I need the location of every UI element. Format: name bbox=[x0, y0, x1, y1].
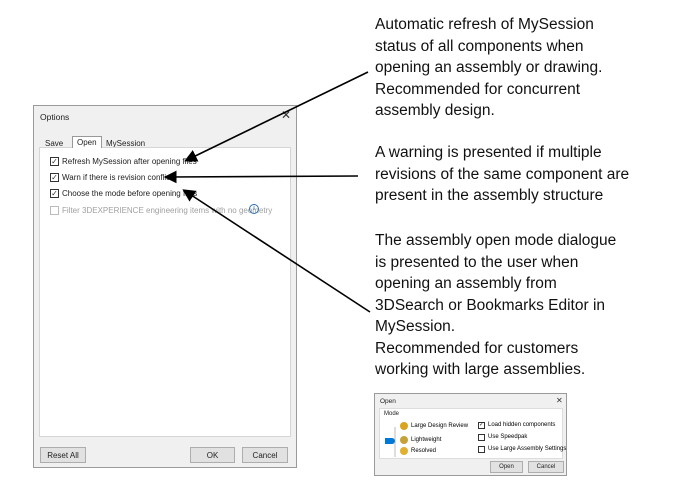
open-cancel-button[interactable]: Cancel bbox=[528, 461, 564, 473]
annotation-line: 3DSearch or Bookmarks Editor in bbox=[375, 296, 606, 314]
checkbox-filter[interactable] bbox=[50, 206, 59, 215]
annotation-line: A warning is presented if multiple bbox=[375, 144, 602, 161]
mode-large-design-review[interactable]: Large Design Review bbox=[411, 423, 469, 429]
close-icon[interactable]: ✕ bbox=[281, 108, 292, 122]
choose-mode-label: Choose the mode before opening files bbox=[62, 189, 198, 198]
annotation-line: status of all components when bbox=[375, 37, 584, 55]
arrow-refresh bbox=[184, 71, 369, 162]
annotation-line: revisions of the same component are bbox=[375, 165, 630, 183]
large-assembly-label: Use Large Assembly Settings bbox=[488, 446, 567, 452]
lightweight-icon bbox=[400, 436, 408, 444]
checkbox-load-hidden[interactable]: ✓ bbox=[478, 422, 485, 429]
annotation-refresh: Automatic refresh of MySession status of… bbox=[375, 14, 602, 122]
annotation-line: working with large assemblies. bbox=[375, 361, 586, 378]
annotation-line: MySession. bbox=[375, 318, 456, 335]
checkbox-refresh[interactable]: ✓ bbox=[50, 157, 59, 166]
large-design-review-icon bbox=[400, 422, 408, 430]
options-dialog: Options ✕ Save Open MySession ✓ Refresh … bbox=[33, 105, 297, 468]
annotation-line: opening an assembly or drawing. bbox=[375, 59, 603, 76]
annotation-line: assembly design. bbox=[375, 102, 495, 119]
refresh-label: Refresh MySession after opening files bbox=[62, 157, 197, 166]
mode-lightweight[interactable]: Lightweight bbox=[411, 437, 442, 443]
load-hidden-label: Load hidden components bbox=[488, 422, 556, 428]
annotation-line: opening an assembly from bbox=[375, 275, 557, 292]
tab-save[interactable]: Save bbox=[45, 139, 64, 148]
warn-label: Warn if there is revision conflict bbox=[62, 173, 173, 182]
open-button[interactable]: Open bbox=[490, 461, 523, 473]
arrow-mode bbox=[182, 189, 371, 313]
annotation-line: Recommended for concurrent bbox=[375, 80, 581, 98]
speedpak-label: Use Speedpak bbox=[488, 434, 528, 440]
annotation-mode: The assembly open mode dialogue is prese… bbox=[375, 230, 616, 381]
annotation-line: Recommended for customers bbox=[375, 339, 579, 357]
annotation-line: The assembly open mode dialogue bbox=[375, 232, 617, 249]
tab-open[interactable]: Open bbox=[72, 136, 102, 148]
annotation-warn: A warning is presented if multiple revis… bbox=[375, 142, 629, 207]
mode-slider-handle[interactable] bbox=[385, 438, 395, 444]
open-dialog: Open ✕ Mode Large Design Review Lightwei… bbox=[374, 393, 567, 476]
mode-slider-track[interactable] bbox=[394, 427, 396, 457]
checkbox-choose-mode[interactable]: ✓ bbox=[50, 189, 59, 198]
mode-group: Mode Large Design Review Lightweight Res… bbox=[379, 408, 567, 459]
info-icon[interactable]: i bbox=[249, 204, 259, 214]
resolved-icon bbox=[400, 447, 408, 455]
mode-resolved[interactable]: Resolved bbox=[411, 448, 437, 454]
tab-mysession[interactable]: MySession bbox=[106, 139, 146, 148]
mode-group-label: Mode bbox=[384, 411, 400, 417]
close-icon[interactable]: ✕ bbox=[556, 396, 563, 405]
checkbox-speedpak[interactable] bbox=[478, 434, 485, 441]
annotation-line: Automatic refresh of MySession bbox=[375, 16, 594, 33]
open-dialog-title: Open bbox=[380, 398, 396, 405]
reset-all-button[interactable]: Reset All bbox=[40, 447, 86, 463]
ok-button[interactable]: OK bbox=[190, 447, 235, 463]
checkbox-warn[interactable]: ✓ bbox=[50, 173, 59, 182]
dialog-title: Options bbox=[40, 112, 70, 122]
annotation-line: is presented to the user when bbox=[375, 253, 579, 271]
filter-label: Filter 3DEXPERIENCE engineering items wi… bbox=[62, 206, 273, 215]
annotation-line: present in the assembly structure bbox=[375, 187, 604, 204]
tab-panel: ✓ Refresh MySession after opening files … bbox=[39, 147, 291, 437]
cancel-button[interactable]: Cancel bbox=[242, 447, 288, 463]
arrow-warn bbox=[163, 170, 359, 184]
checkbox-large-assembly[interactable] bbox=[478, 446, 485, 453]
